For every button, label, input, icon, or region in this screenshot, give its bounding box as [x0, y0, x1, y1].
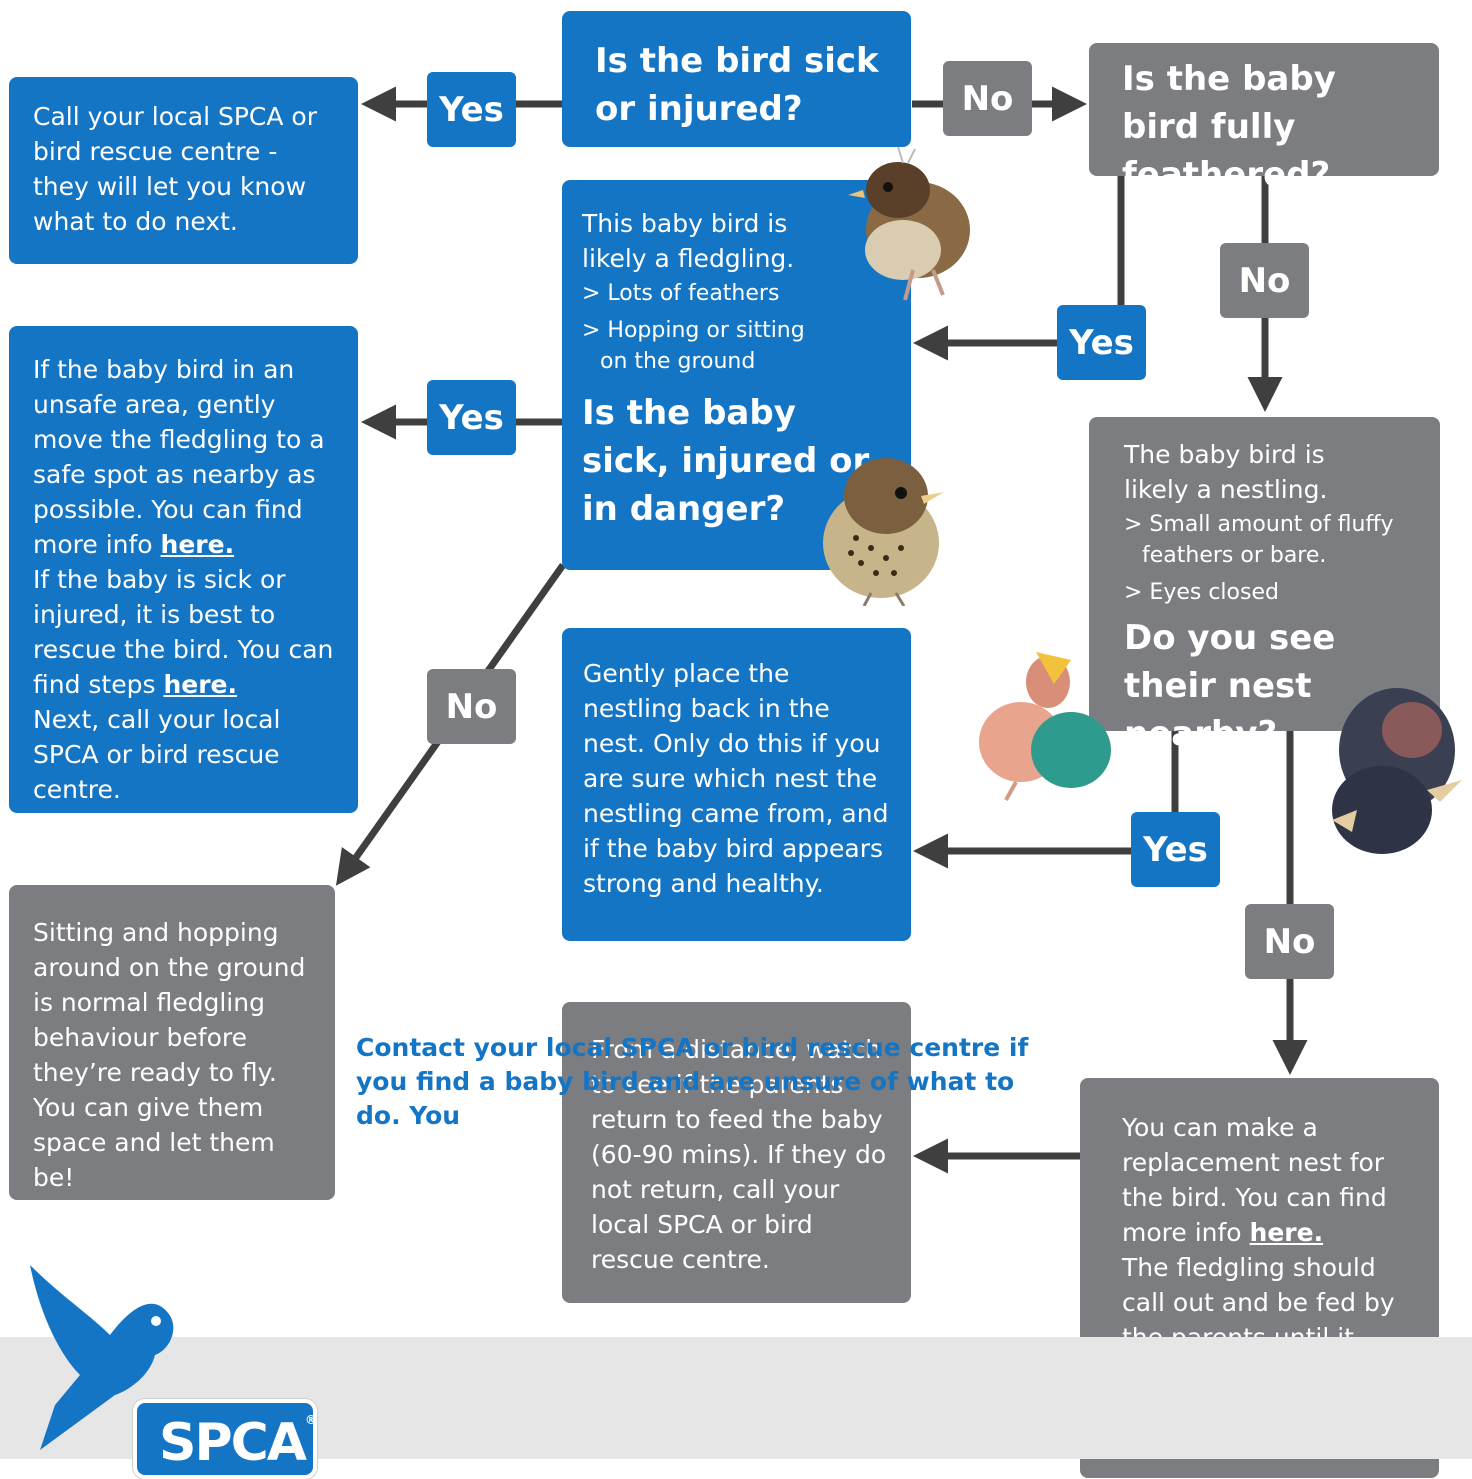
normal-behaviour-box: Sitting and hopping around on the ground… [9, 885, 335, 1200]
spca-logo: SPCA® [133, 1399, 317, 1479]
nestling-bullet-eyes: > Eyes closed [1124, 580, 1279, 605]
label-no-sick: No [943, 61, 1032, 136]
label-no-nest: No [1245, 904, 1334, 979]
call-spca-box: Call your local SPCA or bird rescue cent… [9, 77, 358, 264]
question-fully-feathered: Is the baby bird fully feathered? [1089, 43, 1439, 195]
replacement-nest-box: You can make a replacement nest for the … [1080, 1078, 1439, 1478]
replacement-link[interactable]: here. [1249, 1218, 1324, 1247]
footer-contact-message: Contact your local SPCA or bird rescue c… [356, 1033, 1029, 1130]
call-spca-text: Call your local SPCA or bird rescue cent… [33, 102, 317, 236]
nestling-box: The baby bird is likely a nestling. > Sm… [1089, 417, 1440, 754]
spca-bird-icon [30, 1265, 174, 1450]
label-no-danger: No [427, 669, 516, 744]
label-yes-sick: Yes [427, 72, 516, 147]
fledgling-bullet-hopping: > Hopping or sitting [582, 318, 805, 343]
label-no-feathered: No [1220, 243, 1309, 318]
place-back-text: Gently place the nestling back in the ne… [583, 659, 889, 898]
unsafe-area-box: If the baby bird in an unsafe area, gent… [9, 326, 358, 813]
unsafe-text-3: Next, call your local SPCA or bird rescu… [33, 705, 281, 804]
fledgling-photo-thrush [823, 458, 944, 606]
nestling-bullet-fluffy-cont: feathers or bare. [1142, 543, 1327, 568]
fledgling-intro: This baby bird is likely a fledgling. [582, 209, 795, 273]
unsafe-link-1[interactable]: here. [160, 530, 235, 559]
question-fully-feathered-text: Is the baby bird fully feathered? [1122, 59, 1336, 195]
nestling-photo-group [1332, 688, 1462, 854]
fledgling-bullet-feathers: > Lots of feathers [582, 281, 780, 306]
unsafe-text-1: If the baby bird in an unsafe area, gent… [33, 355, 325, 559]
question-sick-or-injured-text: Is the bird sick or injured? [595, 41, 879, 129]
label-yes-nest: Yes [1131, 812, 1220, 887]
nestling-question: Do you see their nest nearby? [1124, 618, 1336, 754]
place-back-box: Gently place the nestling back in the ne… [562, 628, 911, 941]
nestling-photo-egg [979, 652, 1111, 801]
replacement-text-1: You can make a replacement nest for the … [1122, 1113, 1387, 1247]
spca-logo-text: SPCA [159, 1413, 307, 1473]
normal-behaviour-text: Sitting and hopping around on the ground… [33, 918, 306, 1192]
nestling-bullet-fluffy: > Small amount of fluffy [1124, 512, 1394, 537]
question-sick-or-injured: Is the bird sick or injured? [562, 11, 911, 147]
fledgling-photo-wren [848, 146, 970, 301]
nestling-intro: The baby bird is likely a nestling. [1124, 440, 1328, 504]
fledgling-bullet-hopping-cont: on the ground [600, 349, 756, 374]
watch-parents-box: From a distance, watch to see if the par… [562, 1002, 911, 1303]
label-yes-danger: Yes [427, 380, 516, 455]
watch-parents-text: From a distance, watch to see if the par… [591, 1035, 887, 1274]
unsafe-link-2[interactable]: here. [163, 670, 238, 699]
label-yes-feathered: Yes [1057, 305, 1146, 380]
fledgling-question: Is the baby sick, injured or in danger? [582, 393, 870, 529]
unsafe-text-2: If the baby is sick or injured, it is be… [33, 565, 334, 699]
